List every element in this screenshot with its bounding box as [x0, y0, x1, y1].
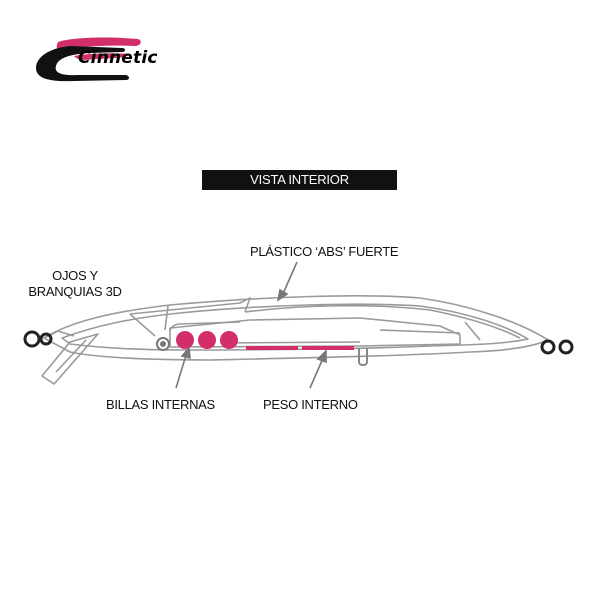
internal-ball: [198, 331, 216, 349]
front-split-ring-icon: [23, 330, 53, 348]
balls-label: BILLAS INTERNAS: [106, 397, 215, 412]
weight-label: PESO INTERNO: [263, 397, 358, 412]
plastic-callout-arrow: [281, 261, 298, 297]
lure-inner-outline: [61, 303, 529, 351]
eyes-label-line2: BRANQUIAS 3D: [28, 284, 122, 299]
eyes-gills-label: OJOS Y BRANQUIAS 3D: [10, 268, 140, 300]
hook-hanger-icon: [358, 348, 368, 366]
brand-logo: [30, 36, 220, 86]
internal-weights: [246, 346, 354, 350]
internal-weight: [302, 346, 354, 350]
rear-split-ring-icon: [540, 339, 574, 355]
eye-attachment-icon: [156, 337, 170, 351]
lure-lip: [41, 333, 99, 385]
balls-callout-arrow: [175, 351, 188, 389]
internal-balls: [176, 331, 238, 349]
internal-weight: [246, 346, 298, 350]
internal-ball: [176, 331, 194, 349]
cinnetic-c-swoosh-icon: [36, 37, 141, 82]
plastic-label: PLÁSTICO ‘ABS’ FUERTE: [250, 244, 399, 259]
internal-ball: [220, 331, 238, 349]
eyes-label-line1: OJOS Y: [52, 268, 98, 283]
weight-callout-arrow: [309, 355, 325, 389]
brand-name: Cinnetic: [78, 48, 158, 68]
section-title: VISTA INTERIOR: [202, 170, 397, 190]
